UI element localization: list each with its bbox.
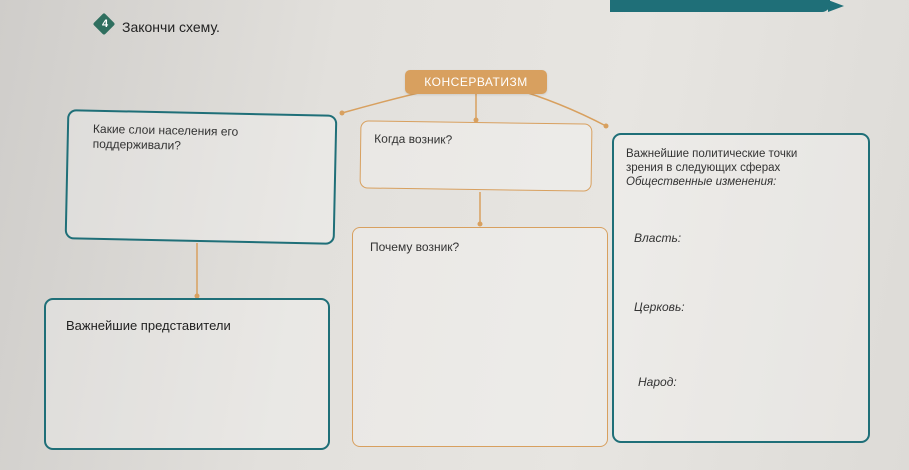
page-header-arrow bbox=[828, 0, 844, 12]
support-box[interactable]: Какие слои населения его поддерживали? bbox=[64, 109, 338, 245]
views-box[interactable]: Важнейшие политические точки зрения в сл… bbox=[612, 133, 870, 443]
views-power-label: Власть: bbox=[634, 231, 682, 245]
views-church-label: Церковь: bbox=[634, 300, 685, 314]
why-box-label: Почему возник? bbox=[370, 240, 460, 254]
task-number: 4 bbox=[101, 18, 109, 30]
support-box-label: Какие слои населения его поддерживали? bbox=[92, 121, 239, 153]
when-box[interactable]: Когда возник? bbox=[359, 120, 593, 192]
views-people-label: Народ: bbox=[638, 375, 677, 389]
page-header-strip bbox=[610, 0, 830, 12]
views-title-line-2: зрения в следующих сферах bbox=[626, 162, 781, 174]
representatives-box-label: Важнейшие представители bbox=[66, 318, 231, 333]
views-title-line-1: Важнейшие политические точки bbox=[626, 148, 798, 160]
views-title: Важнейшие политические точки зрения в сл… bbox=[626, 147, 862, 189]
when-box-label: Когда возник? bbox=[374, 131, 453, 147]
task-title: Закончи схему. bbox=[122, 19, 220, 35]
representatives-box[interactable]: Важнейшие представители bbox=[44, 298, 330, 450]
views-title-line-3: Общественные изменения: bbox=[626, 176, 777, 188]
diagram-header: КОНСЕРВАТИЗМ bbox=[405, 70, 547, 94]
why-box[interactable]: Почему возник? bbox=[352, 227, 608, 447]
